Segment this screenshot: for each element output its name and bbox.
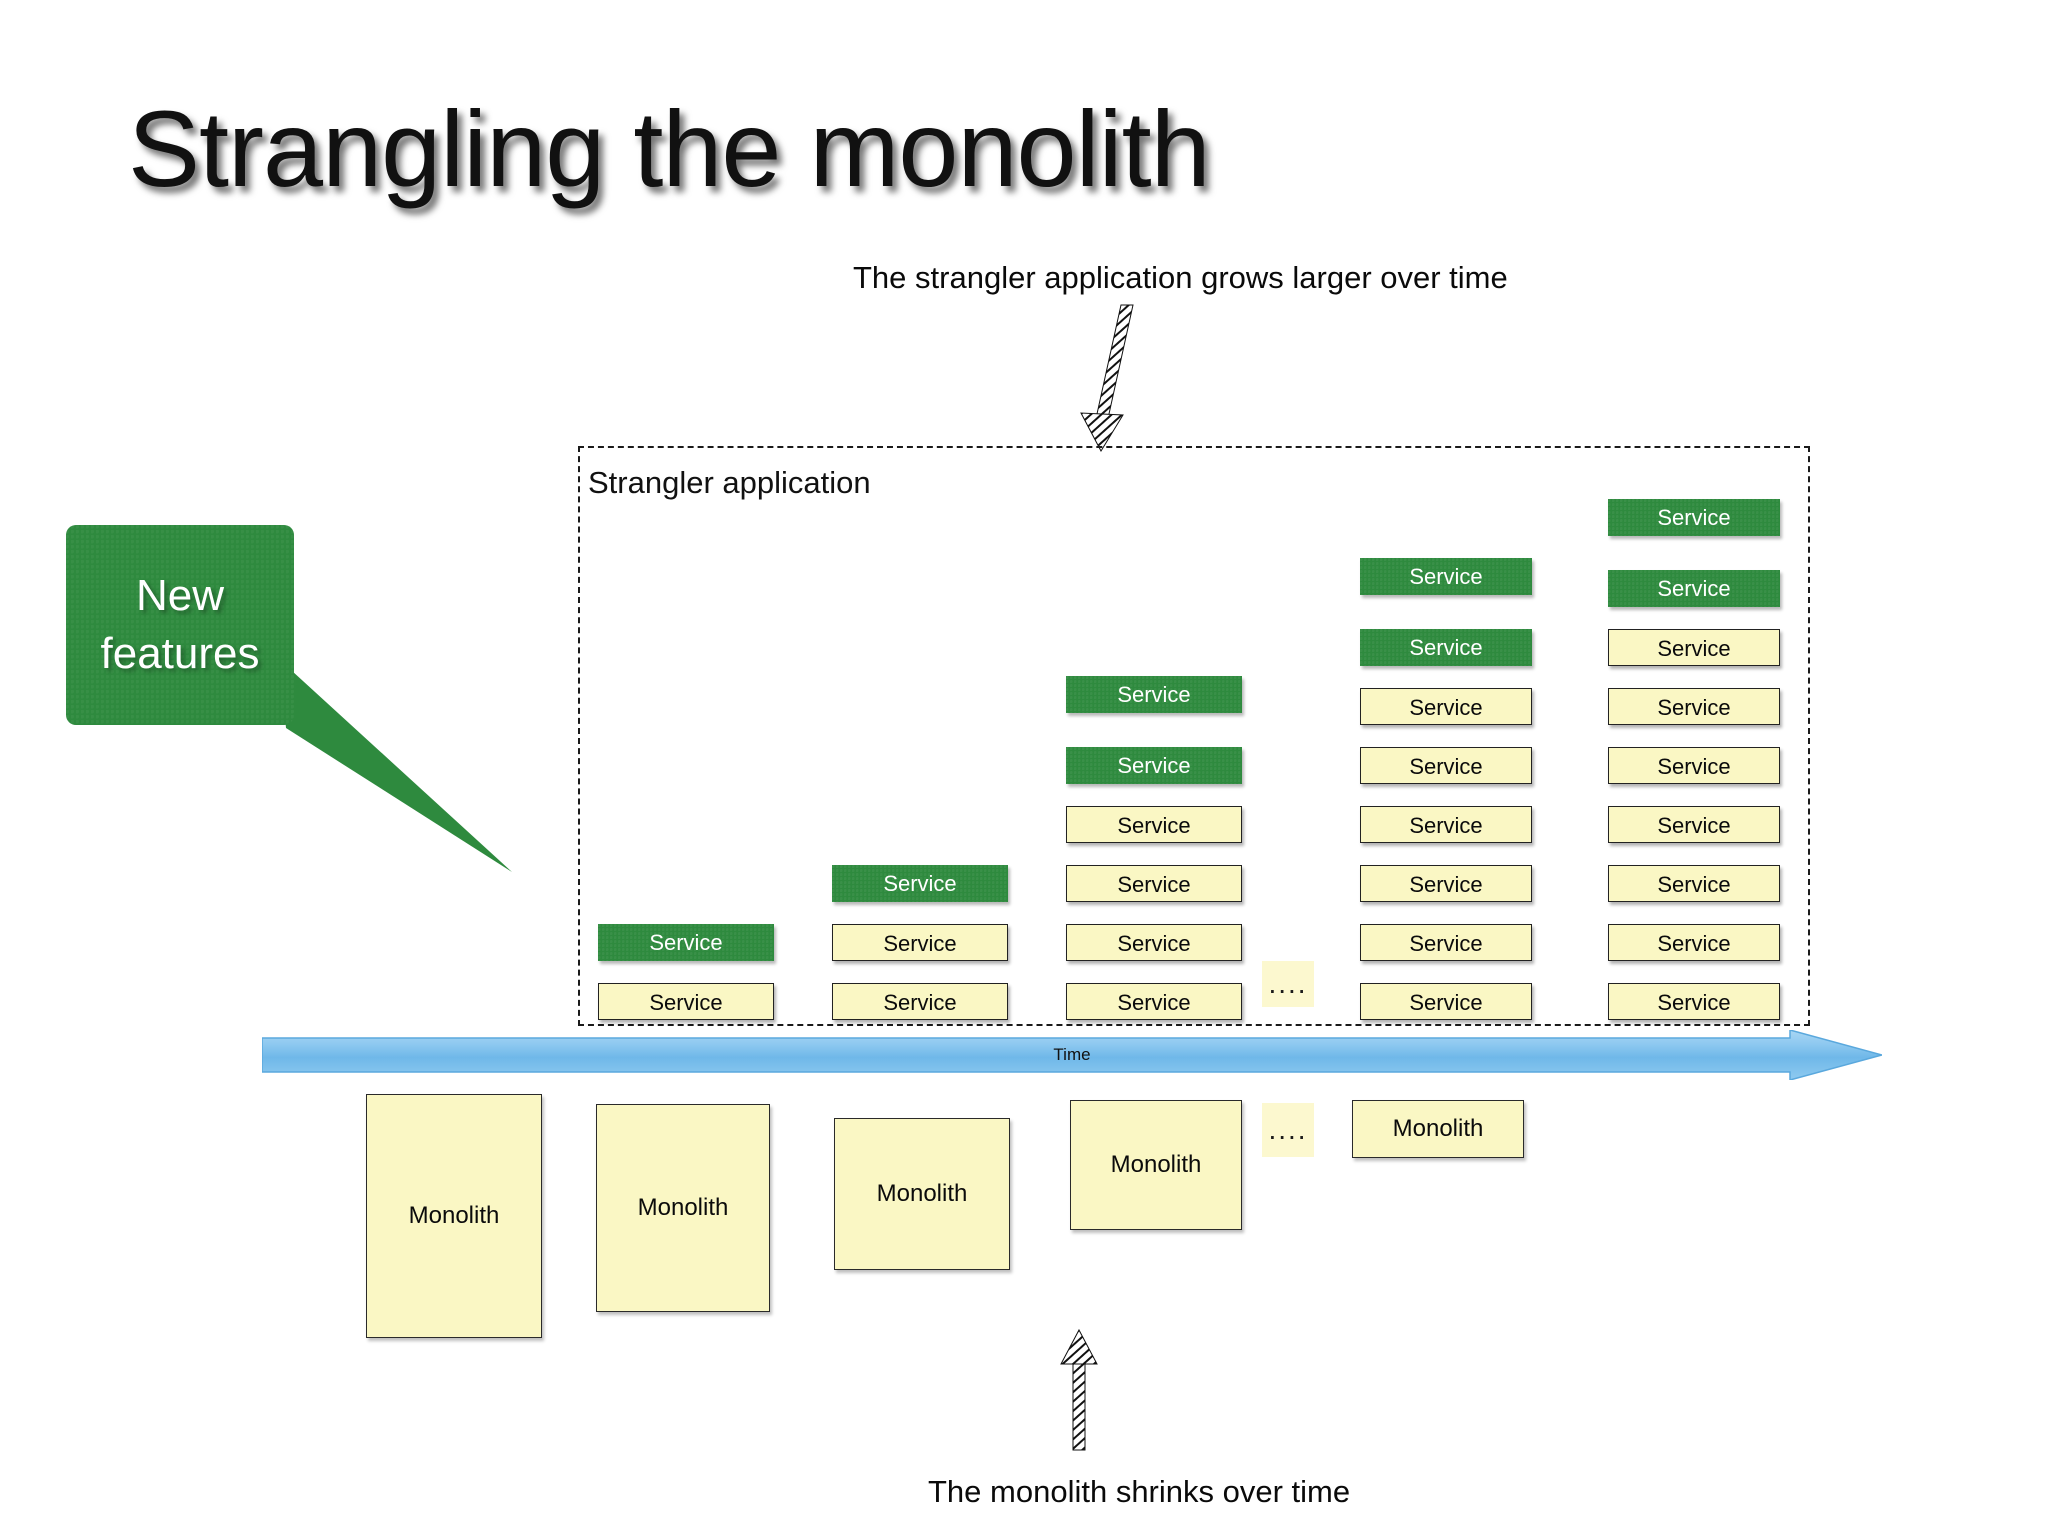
service-box-new[interactable]: Service: [1066, 747, 1242, 784]
strangler-application-container: [578, 446, 1810, 1026]
service-box-new[interactable]: Service: [832, 865, 1008, 902]
service-box-legacy[interactable]: Service: [598, 983, 774, 1020]
service-box-legacy[interactable]: Service: [832, 924, 1008, 961]
service-box-legacy[interactable]: Service: [1360, 924, 1532, 961]
time-axis-arrow: [262, 1030, 1882, 1080]
service-box-new[interactable]: Service: [1608, 570, 1780, 607]
service-column-3: Service Service Service Service Service …: [1066, 654, 1242, 1020]
callout-line-2: features: [100, 629, 260, 678]
service-box-legacy[interactable]: Service: [1608, 747, 1780, 784]
service-box-new[interactable]: Service: [1608, 499, 1780, 536]
service-box-new[interactable]: Service: [1360, 558, 1532, 595]
service-box-legacy[interactable]: Service: [1608, 983, 1780, 1020]
page-title: Strangling the monolith: [128, 88, 1211, 209]
callout-new-features[interactable]: New features: [66, 525, 294, 725]
service-column-4: Service Service Service Service Service …: [1360, 536, 1532, 1020]
service-ellipsis: ....: [1262, 961, 1314, 1007]
annotation-monolith-shrinks: The monolith shrinks over time: [928, 1474, 1351, 1509]
annotation-arrow-bottom: [1057, 1328, 1117, 1451]
monolith-box[interactable]: Monolith: [366, 1094, 542, 1338]
service-box-legacy[interactable]: Service: [1360, 865, 1532, 902]
service-box-legacy[interactable]: Service: [1608, 924, 1780, 961]
service-box-legacy[interactable]: Service: [1360, 983, 1532, 1020]
service-box-legacy[interactable]: Service: [1608, 806, 1780, 843]
service-box-legacy[interactable]: Service: [1066, 865, 1242, 902]
service-box-new[interactable]: Service: [1360, 629, 1532, 666]
monolith-box[interactable]: Monolith: [1352, 1100, 1524, 1158]
service-box-legacy[interactable]: Service: [1608, 865, 1780, 902]
service-box-legacy[interactable]: Service: [1360, 806, 1532, 843]
service-box-new[interactable]: Service: [1066, 676, 1242, 713]
service-box-legacy[interactable]: Service: [1066, 983, 1242, 1020]
service-box-new[interactable]: Service: [598, 924, 774, 961]
service-column-2: Service Service Service: [832, 831, 1008, 1020]
service-box-legacy[interactable]: Service: [1066, 806, 1242, 843]
service-column-1: Service Service: [598, 890, 774, 1020]
callout-line-1: New: [135, 570, 225, 620]
service-box-legacy[interactable]: Service: [1608, 629, 1780, 666]
service-box-legacy[interactable]: Service: [1608, 688, 1780, 725]
service-box-legacy[interactable]: Service: [1360, 747, 1532, 784]
monolith-box[interactable]: Monolith: [1070, 1100, 1242, 1230]
service-box-legacy[interactable]: Service: [832, 983, 1008, 1020]
monolith-ellipsis: ....: [1262, 1103, 1314, 1157]
service-box-legacy[interactable]: Service: [1066, 924, 1242, 961]
service-column-5: Service Service Service Service Service …: [1608, 477, 1780, 1020]
annotation-strangler-grows: The strangler application grows larger o…: [853, 260, 1508, 295]
callout-text: New features: [66, 525, 294, 725]
service-box-legacy[interactable]: Service: [1360, 688, 1532, 725]
annotation-arrow-top: [1075, 304, 1205, 455]
monolith-box[interactable]: Monolith: [834, 1118, 1010, 1270]
strangler-application-label: Strangler application: [588, 465, 871, 500]
callout-pointer-tail: [280, 660, 540, 890]
monolith-box[interactable]: Monolith: [596, 1104, 770, 1312]
